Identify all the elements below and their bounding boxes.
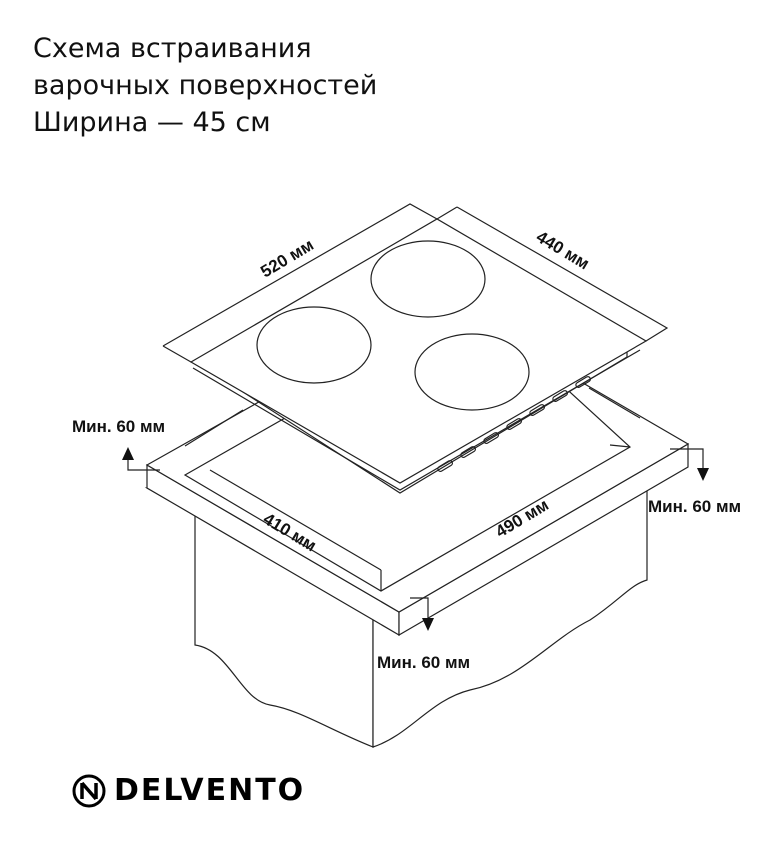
dimension-lines: [162, 203, 669, 363]
title-line-1: Схема встраивания: [33, 33, 312, 64]
burner: [370, 240, 486, 318]
brand-name: DELVENTO: [114, 773, 306, 808]
burner: [256, 306, 372, 384]
clearance-arrows: [122, 447, 709, 631]
min-front-label: Мин. 60 мм: [377, 653, 470, 672]
burner: [414, 333, 530, 411]
diagram-title: Схема встраивания варочных поверхностей …: [33, 30, 377, 141]
arrow-up-icon: [122, 447, 134, 460]
hob: [189, 218, 648, 494]
title-line-2: варочных поверхностей: [33, 70, 378, 101]
arrow-down-icon: [422, 618, 434, 631]
vent-slots: [437, 376, 591, 472]
arrow-down-icon: [697, 468, 709, 481]
cabinet: [144, 463, 648, 748]
hob-depth-label: 440 мм: [533, 227, 593, 273]
delvento-logo-icon: [72, 774, 106, 807]
min-back-label: Мин. 60 мм: [72, 417, 165, 436]
min-side-label: Мин. 60 мм: [648, 497, 741, 516]
title-line-3: Ширина — 45 см: [33, 107, 271, 138]
brand-logo: DELVENTO: [72, 773, 305, 808]
